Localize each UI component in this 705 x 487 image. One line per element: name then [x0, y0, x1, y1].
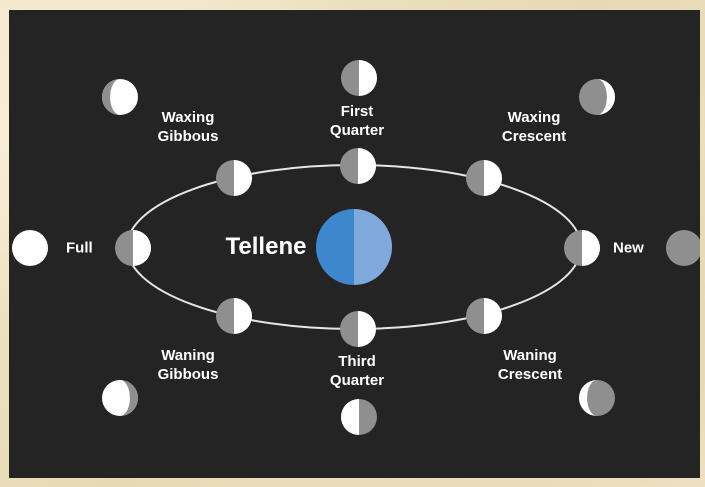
- orbit-moon-right-lit: [582, 230, 600, 266]
- moon-full: [12, 230, 48, 266]
- orbit-moon-lower-right: [466, 298, 502, 334]
- orbit-moon-left-lit: [133, 230, 151, 266]
- planet-label: Tellene: [225, 233, 307, 260]
- moon-waxing-crescent-lit: [597, 79, 615, 115]
- label-new: New: [613, 239, 644, 257]
- orbit-moon-right: [564, 230, 600, 266]
- moon-waning-gibbous-shadow: [120, 380, 138, 416]
- moon-new: [666, 230, 700, 266]
- lunar-phase-diagram: [12, 60, 700, 435]
- moon-waxing-gibbous: [102, 79, 138, 115]
- moon-waning-gibbous: [102, 380, 138, 416]
- moon-waxing-gibbous-shadow: [102, 79, 120, 115]
- orbit-moon-lower-left: [216, 298, 252, 334]
- label-waning-crescent: Waning Crescent: [497, 347, 563, 383]
- label-waxing-crescent: Waxing Crescent: [501, 109, 567, 145]
- outer-moons: [12, 60, 700, 435]
- orbit-moon-lower-right-lit: [484, 298, 502, 334]
- orbit-moon-top: [340, 148, 376, 184]
- planet-left-half: [316, 209, 354, 285]
- moon-first-quarter-lit: [359, 60, 377, 96]
- label-waxing-gibbous: Waxing Gibbous: [157, 109, 219, 145]
- planet-tellene: [316, 209, 392, 285]
- diagram-panel: Tellene Waxing Gibbous First Quarter Wax…: [9, 10, 700, 478]
- orbit-moon-left: [115, 230, 151, 266]
- moon-waning-crescent: [579, 380, 615, 416]
- orbit-moon-top-lit: [358, 148, 376, 184]
- label-first-quarter: First Quarter: [329, 103, 385, 139]
- moon-third-quarter: [341, 399, 377, 435]
- orbit-moon-bottom: [340, 311, 376, 347]
- moon-waxing-crescent: [579, 79, 615, 115]
- planet-right-half: [354, 209, 392, 285]
- label-third-quarter: Third Quarter: [329, 353, 385, 389]
- moon-waning-crescent-lit: [579, 380, 597, 416]
- moon-first-quarter: [341, 60, 377, 96]
- orbit-moon-upper-left: [216, 160, 252, 196]
- moon-new-disc: [666, 230, 700, 266]
- label-waning-gibbous: Waning Gibbous: [157, 347, 219, 383]
- orbit-moons: [115, 148, 600, 347]
- label-full: Full: [66, 239, 93, 257]
- moon-third-quarter-lit: [341, 399, 359, 435]
- orbit-moon-upper-right: [466, 160, 502, 196]
- orbit-moon-lower-left-lit: [234, 298, 252, 334]
- orbit-moon-bottom-lit: [358, 311, 376, 347]
- orbit-moon-upper-right-lit: [484, 160, 502, 196]
- moon-full-disc: [12, 230, 48, 266]
- orbit-moon-upper-left-lit: [234, 160, 252, 196]
